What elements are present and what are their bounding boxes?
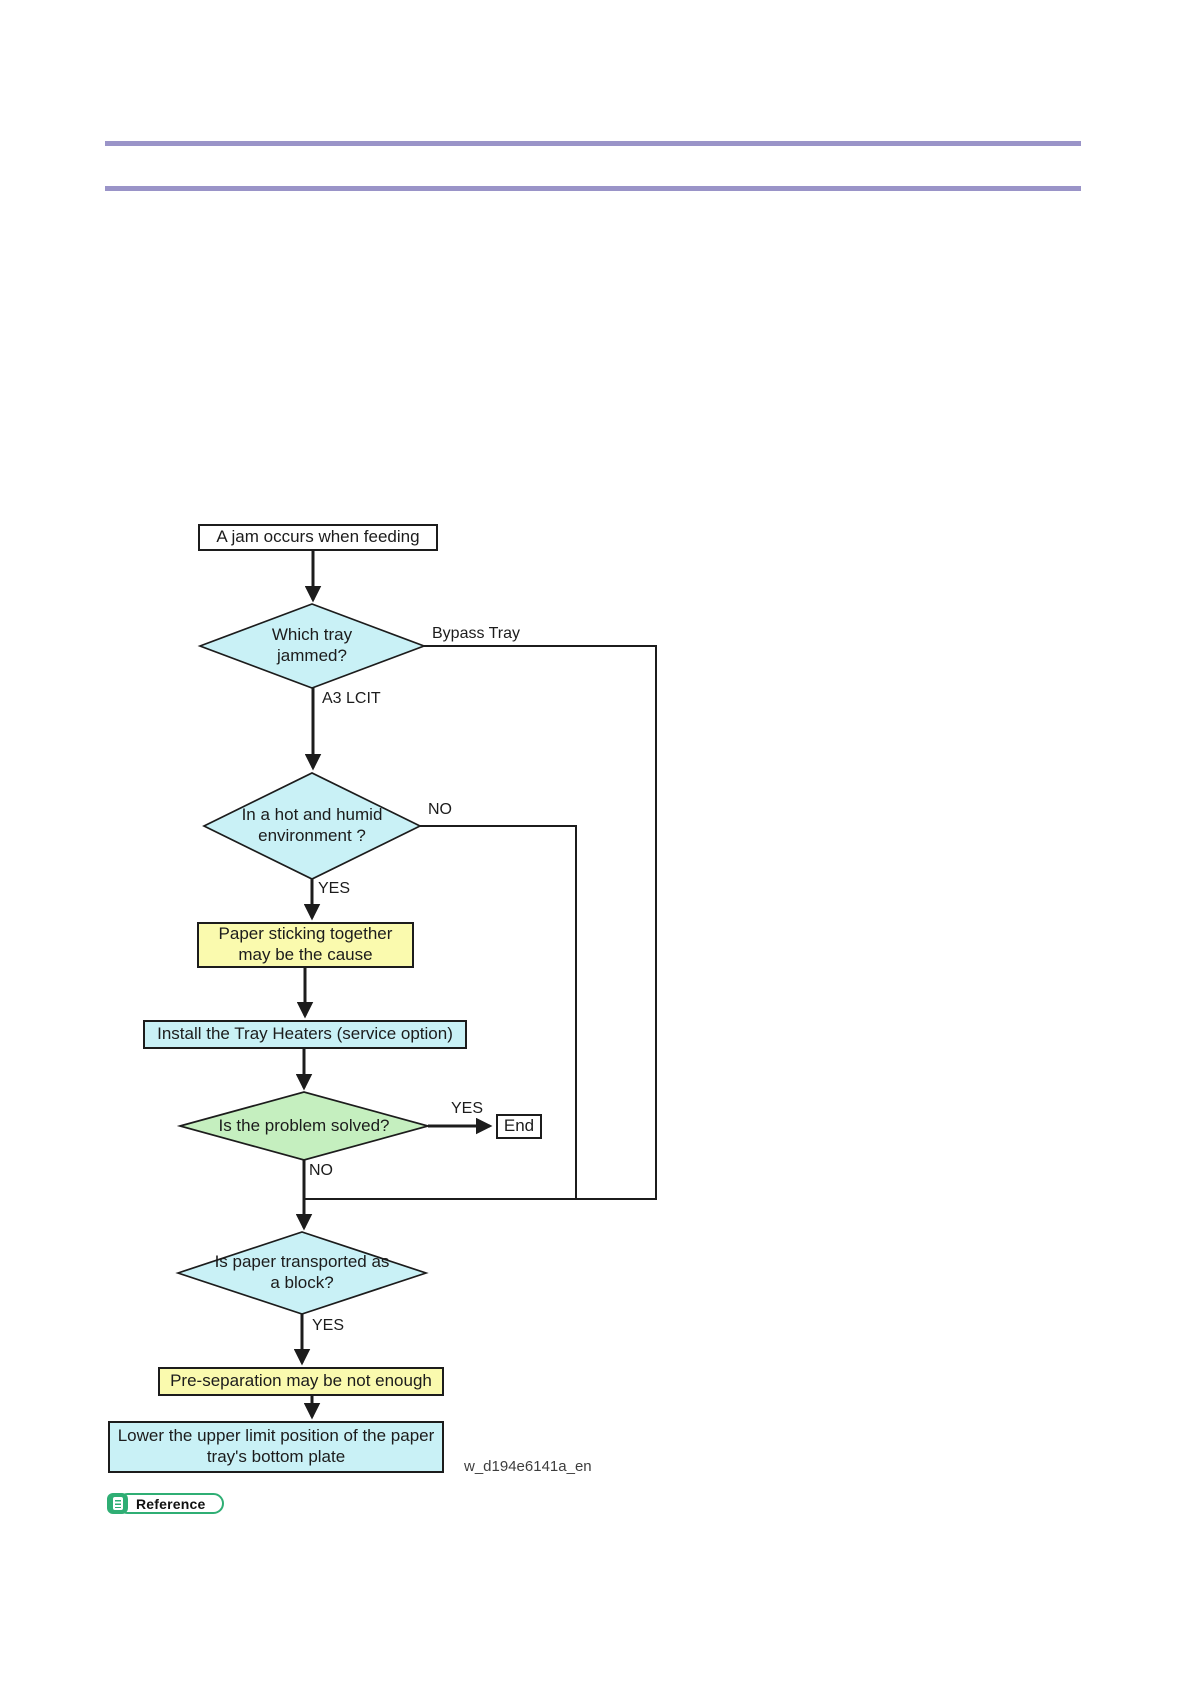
node-install-heaters: Install the Tray Heaters (service option… [143, 1020, 467, 1049]
edge-no-branch [420, 825, 577, 1199]
node-lower-plate-line2: tray's bottom plate [206, 1447, 346, 1466]
node-lower-plate-line1: Lower the upper limit position of the pa… [117, 1426, 435, 1446]
reference-badge: Reference [107, 1492, 224, 1515]
node-end: End [496, 1114, 542, 1139]
edge-bypass-tray-branch [304, 645, 657, 1200]
document-icon [107, 1493, 128, 1514]
decision-paper-block [175, 1231, 429, 1315]
node-start-label: A jam occurs when feeding [216, 527, 420, 547]
node-paper-sticking-line2: may be the cause [238, 945, 373, 964]
node-paper-sticking-line1: Paper sticking together [218, 924, 393, 944]
decision-hot-humid [202, 772, 422, 880]
reference-label: Reference [136, 1495, 206, 1512]
node-end-label: End [503, 1116, 535, 1136]
edge-label-no-solved: NO [309, 1162, 333, 1179]
diagram-watermark: w_d194e6141a_en [464, 1458, 592, 1475]
node-start: A jam occurs when feeding [198, 524, 438, 551]
node-paper-sticking: Paper sticking together may be the cause [197, 922, 414, 968]
decision-which-tray [197, 603, 427, 689]
edge-label-yes-hot-humid: YES [318, 880, 351, 897]
header-rule-top [105, 141, 1081, 146]
edge-label-yes-solved: YES [451, 1100, 484, 1117]
edge-label-a3-lcit: A3 LCIT [322, 690, 381, 707]
node-pre-separation: Pre-separation may be not enough [158, 1367, 444, 1396]
decision-problem-solved [176, 1091, 432, 1161]
edge-label-bypass-tray: Bypass Tray [432, 625, 521, 642]
node-lower-plate: Lower the upper limit position of the pa… [108, 1421, 444, 1473]
edge-label-yes-block: YES [312, 1317, 345, 1334]
node-pre-separation-label: Pre-separation may be not enough [170, 1371, 432, 1391]
header-rule-bottom [105, 186, 1081, 191]
edge-label-no-hot-humid: NO [428, 801, 452, 818]
node-install-heaters-label: Install the Tray Heaters (service option… [157, 1024, 453, 1044]
